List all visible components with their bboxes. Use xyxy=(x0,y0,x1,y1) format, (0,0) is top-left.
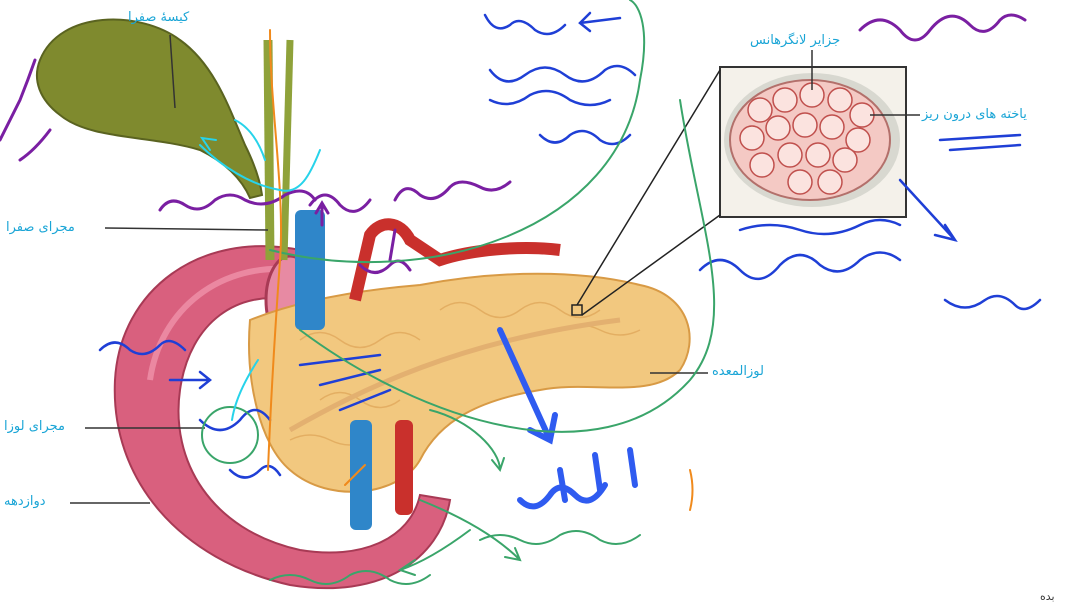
pancreas-label: لوزالمعده xyxy=(712,364,764,379)
duodenum-label: دوازدهه xyxy=(4,494,46,509)
endocrine-cells-label: یاخته های درون ریز xyxy=(922,107,1027,122)
corner-text-fragment: بده xyxy=(1040,590,1055,603)
vein-lower xyxy=(350,420,372,530)
islets-label: جزایر لانگرهانس xyxy=(750,33,840,48)
gallbladder-label: کیسهٔ صفرا xyxy=(128,10,189,25)
gallbladder xyxy=(37,20,262,198)
portal-vein xyxy=(295,210,325,330)
pancreatic-duct-label: مجرای لوزا xyxy=(4,419,65,434)
bile-duct-label: مجرای صفرا xyxy=(6,220,75,235)
